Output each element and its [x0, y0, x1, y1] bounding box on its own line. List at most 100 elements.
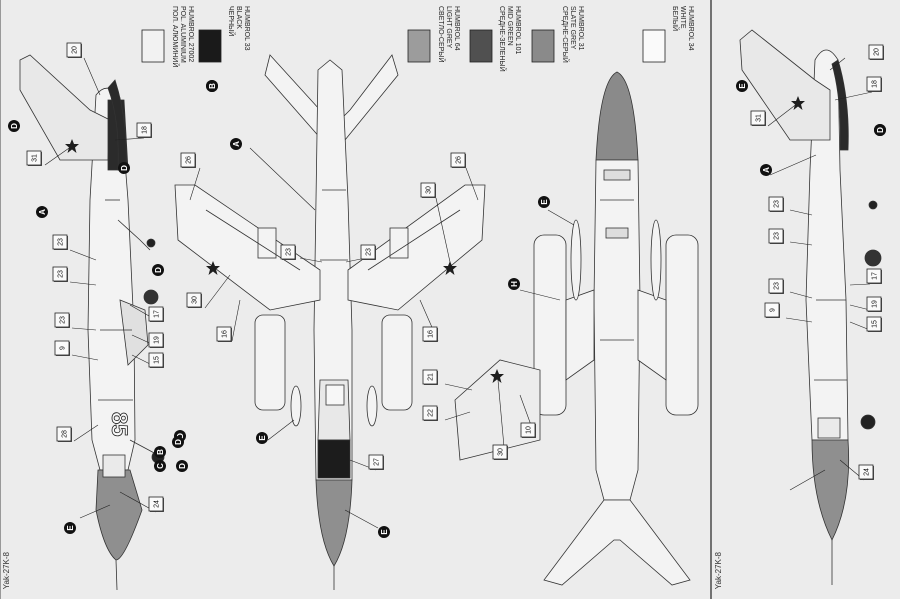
decal-number-box: 17 [866, 268, 882, 284]
paint-callout-letter: A [38, 209, 47, 215]
paint-callout-letter: B [156, 449, 165, 455]
paint-callout: E [538, 196, 550, 208]
decal-number-label: 23 [774, 282, 781, 290]
decal-number-box: 28 [56, 426, 72, 442]
decal-number-box: 30 [492, 444, 508, 460]
paint-callout: C [154, 460, 166, 472]
decal-number-box: 26 [180, 152, 196, 168]
decal-number-box: 23 [52, 234, 68, 250]
decal-number-box: 31 [26, 150, 42, 166]
paint-callout: A [230, 138, 242, 150]
decal-number-box: 23 [280, 244, 296, 260]
decal-number-label: 22 [428, 409, 435, 417]
paint-callout-letter: D [174, 439, 183, 445]
decal-number-box: 17 [148, 306, 164, 322]
decal-number-label: 24 [154, 500, 161, 508]
decal-number-box: 22 [422, 405, 438, 421]
paint-callout-letter: D [120, 165, 129, 171]
paint-legend [141, 29, 666, 63]
decal-number-box: 9 [54, 340, 70, 356]
decal-number-label: 28 [62, 430, 69, 438]
paint-callout: E [736, 80, 748, 92]
swatch-slate-grey [531, 29, 555, 63]
paint-callout: A [760, 164, 772, 176]
bottom-view-aircraft [454, 71, 699, 586]
swatch-light-grey [407, 29, 431, 63]
decal-number-box: 23 [54, 312, 70, 328]
decal-number-box: 24 [858, 464, 874, 480]
decal-number-layer: 20 18 31 23 23 23 9 15 19 17 28 24 26 30 16 23 23 26 30 16 2… [26, 42, 884, 512]
paint-callout-layer: DDACDEABDEHEEDDAEDDBB [8, 80, 886, 538]
decal-number-box: 18 [866, 76, 882, 92]
decal-number-label: 30 [498, 448, 505, 456]
paint-callout-letter: E [380, 529, 389, 535]
paint-callout-letter: E [66, 525, 75, 531]
decal-number-box: 23 [360, 244, 376, 260]
fuselage-number: 85 [107, 412, 132, 436]
decal-number-box: 10 [520, 422, 536, 438]
top-view-aircraft [174, 54, 486, 590]
paint-callout-letter: B [208, 83, 217, 89]
swatch-polished-aluminium [141, 29, 165, 63]
paint-callout-letter: D [176, 433, 185, 439]
decal-number-label: 20 [874, 48, 881, 56]
decal-number-label: 23 [774, 200, 781, 208]
decal-number-label: 30 [192, 296, 199, 304]
decal-number-box: 30 [420, 182, 436, 198]
decal-number-box: 9 [764, 302, 780, 318]
paint-callout-letter: D [154, 267, 163, 273]
paint-callout: E [378, 526, 390, 538]
decal-number-box: 23 [768, 196, 784, 212]
decal-number-box: 20 [868, 44, 884, 60]
decal-number-box: 18 [136, 122, 152, 138]
paint-callout: D [172, 436, 184, 448]
decal-number-label: 19 [872, 300, 879, 308]
decal-number-box: 19 [866, 296, 882, 312]
decal-number-box: 19 [148, 332, 164, 348]
paint-callout: D [176, 460, 188, 472]
paint-callout-letter: D [178, 463, 187, 469]
decal-number-label: 31 [756, 114, 763, 122]
paint-callout: E [256, 432, 268, 444]
decal-number-box: 23 [52, 266, 68, 282]
paint-callout: H [508, 278, 520, 290]
paint-callout-letter: D [10, 123, 19, 129]
swatch-mid-green [469, 29, 493, 63]
decal-number-box: 21 [422, 369, 438, 385]
decal-number-label: 18 [872, 80, 879, 88]
paint-callout-letter: H [510, 281, 519, 287]
decal-number-label: 23 [774, 232, 781, 240]
sheet-footer-right: Yak-27K-8 [714, 552, 723, 590]
decal-number-box: 27 [368, 454, 384, 470]
decal-number-label: 16 [222, 330, 229, 338]
decal-number-box: 30 [186, 292, 202, 308]
decal-number-label: 23 [58, 270, 65, 278]
decal-number-label: 31 [32, 154, 39, 162]
paint-callout-letter: E [540, 199, 549, 205]
decal-number-label: 15 [872, 320, 879, 328]
decal-number-label: 23 [366, 248, 373, 256]
decal-number-label: 26 [186, 156, 193, 164]
paint-callout: E [64, 522, 76, 534]
decal-number-label: 16 [428, 330, 435, 338]
decal-number-box: 23 [768, 278, 784, 294]
decal-number-label: 19 [154, 336, 161, 344]
decal-number-box: 20 [66, 42, 82, 58]
decal-number-label: 10 [526, 426, 533, 434]
decal-number-label: 23 [60, 316, 67, 324]
decal-number-box: 15 [866, 316, 882, 332]
swatch-white [642, 29, 666, 63]
decal-number-box: 26 [450, 152, 466, 168]
paint-callout-letter: E [258, 435, 267, 441]
decal-number-label: 17 [872, 272, 879, 280]
paint-callout: D [118, 162, 130, 174]
decal-number-box: 31 [750, 110, 766, 126]
decal-number-label: 18 [142, 126, 149, 134]
